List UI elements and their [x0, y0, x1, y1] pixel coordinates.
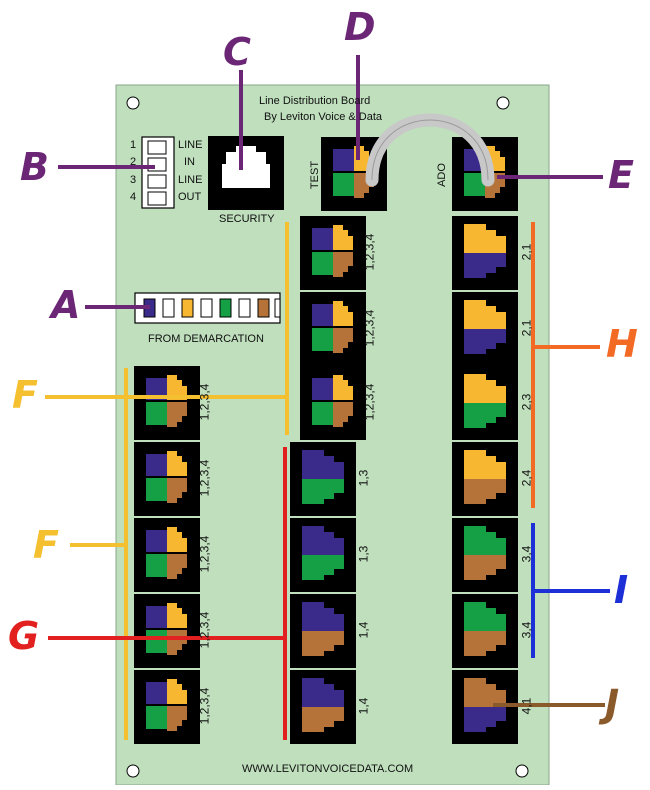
pins-label-c1-2: 1,2,3,4	[197, 459, 212, 497]
jack-c1-5	[134, 670, 200, 744]
security-label: SECURITY	[219, 213, 275, 225]
jack-c2-6	[290, 594, 356, 668]
test-label: TEST	[309, 160, 322, 190]
pins-label-c3-2: 2,1	[519, 319, 534, 337]
jack-c3-6	[452, 594, 518, 668]
jack-c2-5	[290, 518, 356, 592]
pins-label-c2-1: 1,2,3,4	[362, 233, 377, 271]
jack-c2-2	[300, 292, 366, 366]
jack-c1-1	[134, 366, 200, 440]
callout-c: C	[223, 30, 251, 74]
callout-a: A	[51, 283, 81, 327]
callout-g: G	[8, 614, 40, 658]
callout-b: B	[20, 145, 49, 189]
pins-label-c3-6: 3,4	[519, 621, 534, 639]
jack-c2-7	[290, 670, 356, 744]
pins-label-c1-4: 1,2,3,4	[197, 611, 212, 649]
pins-label-c2-3: 1,2,3,4	[362, 383, 377, 421]
pins-label-c2-7: 1,4	[356, 697, 371, 715]
pins-label-c2-5: 1,3	[356, 545, 371, 563]
terminal-num-1: 1	[130, 139, 137, 151]
jack-c3-5	[452, 518, 518, 592]
pins-label-c2-2: 1,2,3,4	[362, 309, 377, 347]
callout-i: I	[614, 568, 629, 612]
jack-c3-4	[452, 442, 518, 516]
security-jack	[208, 136, 284, 210]
jack-c3-1	[452, 216, 518, 290]
callout-h: H	[606, 322, 638, 366]
pins-label-c1-1: 1,2,3,4	[197, 383, 212, 421]
pins-label-c3-4: 2,4	[519, 469, 534, 487]
callout-e: E	[608, 153, 634, 197]
terminal-block	[141, 136, 175, 209]
mount-hole	[496, 96, 510, 110]
demarcation-connector	[134, 292, 281, 324]
jack-c3-3	[452, 366, 518, 440]
terminal-num-4: 4	[130, 191, 137, 203]
callout-f-upper: F	[12, 373, 38, 417]
board-title-line1: Line Distribution Board	[259, 95, 371, 107]
jack-c1-4	[134, 594, 200, 668]
callout-j: J	[605, 682, 620, 726]
pins-label-c3-1: 2,1	[519, 243, 534, 261]
pins-label-c1-5: 1,2,3,4	[197, 687, 212, 725]
pins-label-c2-6: 1,4	[356, 621, 371, 639]
from-demarcation-label: FROM DEMARCATION	[148, 333, 264, 345]
pins-label-c1-3: 1,2,3,4	[197, 535, 212, 573]
line-in-label-1: LINE	[178, 139, 203, 151]
line-out-label-2: OUT	[178, 191, 202, 203]
line-out-label-1: LINE	[178, 174, 203, 186]
jack-c3-2	[452, 292, 518, 366]
terminal-num-3: 3	[130, 174, 137, 186]
callout-f-lower: F	[33, 523, 59, 567]
jack-c2-4	[290, 442, 356, 516]
mount-hole	[126, 96, 140, 110]
callout-d: D	[344, 5, 376, 49]
board-title-line2: By Leviton Voice & Data	[264, 111, 383, 123]
pins-label-c3-3: 2,3	[519, 393, 534, 411]
jack-c2-1	[300, 216, 366, 290]
jack-c2-3	[300, 366, 366, 440]
website-label: WWW.LEVITONVOICEDATA.COM	[242, 763, 414, 775]
pins-label-c3-5: 3,4	[519, 545, 534, 563]
jack-c1-3	[134, 518, 200, 592]
pins-label-c3-7: 4,1	[519, 697, 534, 715]
pins-label-c2-4: 1,3	[356, 469, 371, 487]
ado-label: ADO	[435, 163, 448, 187]
terminal-num-2: 2	[130, 156, 137, 168]
jack-c1-2	[134, 442, 200, 516]
mount-hole	[515, 764, 529, 778]
mount-hole	[126, 764, 140, 778]
line-in-label-2: IN	[184, 156, 195, 168]
